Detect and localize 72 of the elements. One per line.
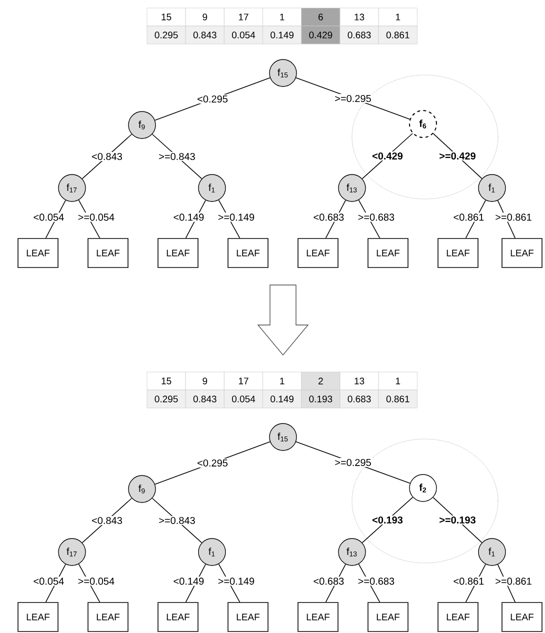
table-cell: 9 — [185, 8, 224, 26]
table-cell: 0.843 — [185, 390, 224, 408]
table-cell: 0.861 — [378, 390, 418, 408]
edge-label: <0.149 — [172, 576, 206, 586]
edge-label: >=0.843 — [158, 516, 196, 526]
leaf-box: LEAF — [88, 602, 128, 632]
table-cell: 0.683 — [340, 26, 379, 44]
leaf-box: LEAF — [502, 238, 542, 268]
edge-label: >=0.149 — [216, 212, 256, 222]
edge-label: <0.054 — [32, 212, 66, 222]
edge-label: <0.149 — [172, 212, 206, 222]
table-cell: 17 — [224, 8, 263, 26]
table-cell: 0.429 — [301, 26, 340, 44]
table-cell: 15 — [146, 8, 186, 26]
table-cell: 0.861 — [378, 26, 418, 44]
leaf-box: LEAF — [158, 238, 198, 268]
table-cell: 0.149 — [262, 26, 302, 44]
leaf-box: LEAF — [298, 602, 338, 632]
leaf-box: LEAF — [18, 602, 58, 632]
edge-label: <0.843 — [90, 516, 124, 526]
table-cell: 1 — [262, 372, 302, 390]
edge-label: >=0.683 — [356, 576, 396, 586]
table-cell: 1 — [378, 372, 418, 390]
edge-label: >=0.054 — [76, 576, 116, 586]
leaf-box: LEAF — [502, 602, 542, 632]
edge-label: <0.843 — [90, 152, 124, 162]
leaf-box: LEAF — [298, 238, 338, 268]
table-cell: 13 — [340, 8, 379, 26]
edge-label: >=0.295 — [334, 458, 372, 468]
edge-label: <0.054 — [32, 576, 66, 586]
table-cell: 0.843 — [185, 26, 224, 44]
leaf-box: LEAF — [438, 238, 478, 268]
leaf-box: LEAF — [438, 602, 478, 632]
leaf-box: LEAF — [18, 238, 58, 268]
edge-label: >=0.843 — [158, 152, 196, 162]
leaf-box: LEAF — [228, 602, 268, 632]
edge-label: <0.683 — [312, 212, 346, 222]
table-cell: 0.683 — [340, 390, 379, 408]
edge-label: <0.429 — [371, 151, 404, 161]
table-cell: 6 — [301, 8, 340, 26]
table-cell: 13 — [340, 372, 379, 390]
table-cell: 1 — [378, 8, 418, 26]
edge-label: >=0.683 — [356, 212, 396, 222]
leaf-box: LEAF — [368, 602, 408, 632]
table-cell: 0.149 — [262, 390, 302, 408]
leaf-box: LEAF — [368, 238, 408, 268]
edge-label: >=0.295 — [334, 94, 372, 104]
edge-label: <0.193 — [371, 515, 404, 525]
edge-label: >=0.149 — [216, 576, 256, 586]
table-cell: 0.054 — [224, 26, 263, 44]
leaf-box: LEAF — [228, 238, 268, 268]
table-cell: 0.193 — [301, 390, 340, 408]
table-cell: 1 — [262, 8, 302, 26]
table-cell: 2 — [301, 372, 340, 390]
table-cell: 9 — [185, 372, 224, 390]
edge-label: >=0.429 — [438, 151, 477, 161]
edge-label: >=0.193 — [438, 515, 477, 525]
edge-label: >=0.861 — [494, 576, 533, 586]
edge-label: <0.861 — [452, 576, 486, 586]
edge-label: <0.861 — [452, 212, 486, 222]
leaf-box: LEAF — [88, 238, 128, 268]
edge-label: <0.295 — [196, 94, 229, 104]
leaf-box: LEAF — [158, 602, 198, 632]
edge-label: >=0.861 — [494, 212, 533, 222]
table-cell: 0.054 — [224, 390, 263, 408]
edge-label: >=0.054 — [76, 212, 116, 222]
table-cell: 0.295 — [146, 26, 186, 44]
edge-label: <0.683 — [312, 576, 346, 586]
table-cell: 15 — [146, 372, 186, 390]
edge-label: <0.295 — [196, 458, 229, 468]
table-cell: 17 — [224, 372, 263, 390]
table-cell: 0.295 — [146, 390, 186, 408]
